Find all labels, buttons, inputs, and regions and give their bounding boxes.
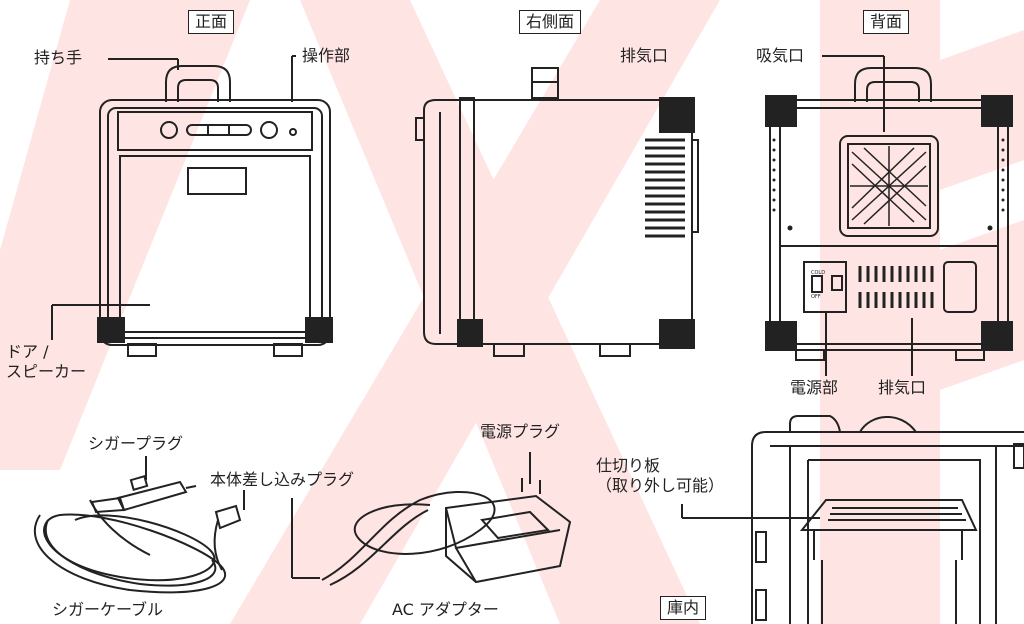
right-side-view (415, 67, 699, 357)
switch-off-text: OFF (811, 294, 821, 300)
view-label-front: 正面 (188, 10, 235, 34)
label-shelf: 仕切り板 （取り外し可能） (596, 456, 725, 495)
cable-leaders (145, 456, 320, 579)
back-leaders (822, 55, 913, 376)
label-power-section: 電源部 (790, 378, 839, 397)
side-vents (645, 138, 685, 238)
interior-view (681, 415, 1024, 624)
label-exhaust-side: 排気口 (620, 46, 669, 65)
back-side-dots (772, 138, 1005, 231)
label-cigar-plug: シガープラグ (88, 434, 184, 453)
label-body-plug: 本体差し込みプラグ (210, 470, 355, 489)
view-label-right: 右側面 (519, 10, 582, 34)
front-leaders (51, 55, 296, 340)
label-door-speaker: ドア / スピーカー (6, 342, 87, 381)
label-power-plug: 電源プラグ (480, 422, 561, 441)
cigar-cable (33, 475, 242, 594)
ac-adapter-drawing (321, 452, 572, 586)
label-cigar-cable: シガーケーブル (52, 600, 164, 619)
label-handle: 持ち手 (34, 48, 83, 67)
label-exhaust-back: 排気口 (878, 378, 927, 397)
front-view (97, 65, 333, 357)
back-view (765, 67, 1013, 361)
switch-text: COLD OFF (811, 270, 825, 300)
view-label-back: 背面 (863, 10, 910, 34)
label-intake: 吸気口 (756, 46, 805, 65)
view-label-interior: 庫内 (660, 596, 707, 620)
back-fan-grille (850, 146, 928, 226)
switch-cold-text: COLD (811, 270, 825, 276)
back-vents (858, 266, 934, 308)
label-control-panel: 操作部 (302, 46, 351, 65)
label-ac-adapter: AC アダプター (392, 600, 499, 619)
